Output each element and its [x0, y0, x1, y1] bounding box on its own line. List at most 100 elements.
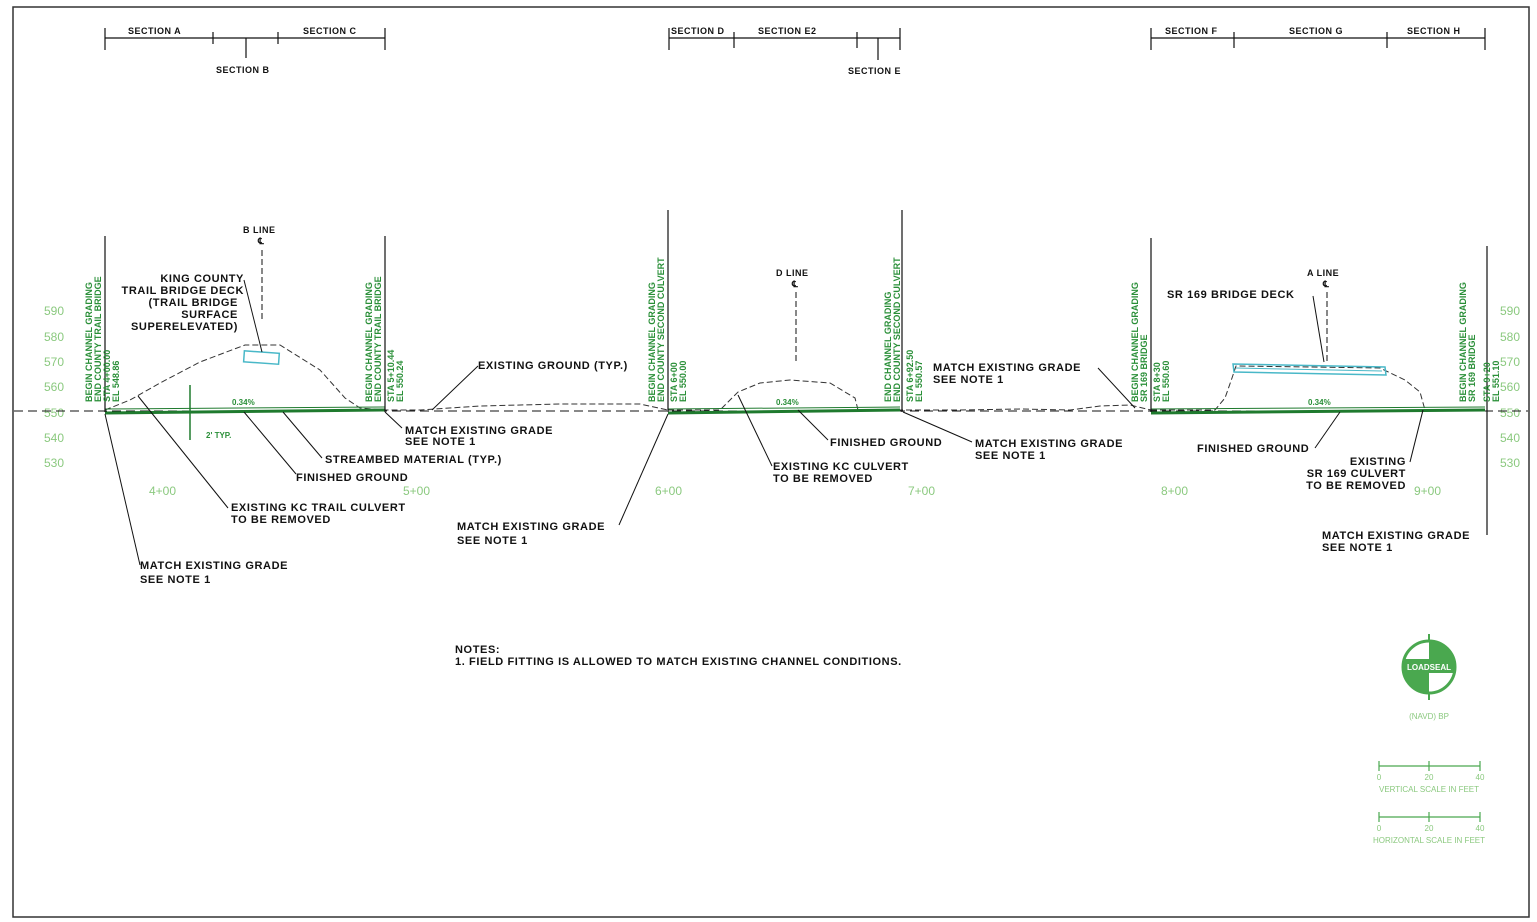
svg-text:TO BE REMOVED: TO BE REMOVED: [773, 473, 873, 485]
svg-text:SEE NOTE 1: SEE NOTE 1: [1322, 542, 1393, 554]
svg-text:40: 40: [1476, 773, 1485, 782]
svg-text:D LINE: D LINE: [776, 268, 809, 278]
vertical-scale-label: VERTICAL SCALE IN FEET: [1379, 785, 1479, 794]
match-existing-grade-callout-2: MATCH EXISTING GRADE SEE NOTE 1: [975, 438, 1123, 462]
section-c-label: SECTION C: [303, 26, 357, 36]
svg-text:580: 580: [44, 330, 64, 344]
svg-text:570: 570: [44, 355, 64, 369]
svg-text:530: 530: [44, 456, 64, 470]
drawing-notes: NOTES: 1. FIELD FITTING IS ALLOWED TO MA…: [455, 644, 901, 668]
b-line-centerline: B LINE ℄: [243, 225, 276, 320]
svg-text:SUPERELEVATED): SUPERELEVATED): [131, 321, 238, 333]
svg-text:END CHANNEL GRADING: END CHANNEL GRADING: [883, 292, 893, 402]
two-foot-typ-label: 2' TYP.: [206, 431, 231, 440]
svg-text:STA 6+92.50: STA 6+92.50: [905, 350, 915, 402]
a-line-centerline: A LINE ℄: [1307, 268, 1339, 362]
station-note-v6: BEGIN CHANNEL GRADING SR 169 BRIDGE STA …: [1458, 282, 1501, 402]
elevation-scale-right: 590 580 570 560 550 540 530: [1500, 304, 1520, 470]
svg-text:B LINE: B LINE: [243, 225, 276, 235]
svg-text:570: 570: [1500, 355, 1520, 369]
svg-text:END COUNTY TRAIL BRIDGE: END COUNTY TRAIL BRIDGE: [373, 276, 383, 402]
svg-text:BEGIN CHANNEL GRADING: BEGIN CHANNEL GRADING: [647, 282, 657, 402]
svg-text:SEE NOTE 1: SEE NOTE 1: [975, 450, 1046, 462]
svg-text:STA 5+10.44: STA 5+10.44: [386, 350, 396, 402]
section-dimension-group-2: [668, 28, 901, 60]
slope-label-3: 0.34%: [1308, 398, 1331, 407]
svg-text:(TRAIL BRIDGE: (TRAIL BRIDGE: [149, 297, 238, 309]
existing-ground-callout: EXISTING GROUND (TYP.): [478, 360, 628, 372]
section-a-label: SECTION A: [128, 26, 181, 36]
finished-ground-callout-2: FINISHED GROUND: [830, 437, 942, 449]
station-vertical-lines: [104, 210, 1488, 535]
svg-text:590: 590: [44, 304, 64, 318]
svg-text:KING COUNTY: KING COUNTY: [160, 273, 244, 285]
finished-ground-callout-3: FINISHED GROUND: [1197, 443, 1309, 455]
section-h-label: SECTION H: [1407, 26, 1461, 36]
svg-text:END COUNTY SECOND CULVERT: END COUNTY SECOND CULVERT: [892, 257, 902, 402]
svg-text:560: 560: [1500, 380, 1520, 394]
svg-text:STA 9+20: STA 9+20: [1482, 362, 1492, 402]
svg-text:SEE NOTE 1: SEE NOTE 1: [457, 535, 528, 547]
slope-label-2: 0.34%: [776, 398, 799, 407]
svg-text:TRAIL BRIDGE DECK: TRAIL BRIDGE DECK: [122, 285, 244, 297]
svg-text:560: 560: [44, 380, 64, 394]
datum-seal-text: LOADSEAL: [1407, 663, 1451, 672]
slope-label-1: 0.34%: [232, 398, 255, 407]
match-existing-grade-callout-left: MATCH EXISTING GRADE SEE NOTE 1: [140, 560, 288, 586]
station-note-v1: BEGIN CHANNEL GRADING END COUNTY TRAIL B…: [84, 276, 121, 402]
svg-text:MATCH EXISTING GRADE: MATCH EXISTING GRADE: [1322, 530, 1470, 542]
station-labels: 4+00 5+00 6+00 7+00 8+00 9+00: [149, 484, 1441, 498]
match-existing-grade-callout-1: MATCH EXISTING GRADE SEE NOTE 1: [405, 425, 552, 448]
section-d-label: SECTION D: [671, 26, 725, 36]
svg-text:NOTES:: NOTES:: [455, 644, 500, 656]
svg-text:BEGIN CHANNEL GRADING: BEGIN CHANNEL GRADING: [84, 282, 94, 402]
svg-text:℄: ℄: [791, 279, 798, 289]
finished-ground-lines: [104, 406, 1486, 415]
horizontal-scale-label: HORIZONTAL SCALE IN FEET: [1373, 836, 1485, 845]
section-g-label: SECTION G: [1289, 26, 1343, 36]
match-existing-grade-callout-mid: MATCH EXISTING GRADE SEE NOTE 1: [457, 521, 605, 547]
svg-text:540: 540: [44, 431, 64, 445]
section-dimension-group-3: [1150, 28, 1486, 50]
section-e-label: SECTION E: [848, 66, 901, 76]
svg-text:BEGIN CHANNEL GRADING: BEGIN CHANNEL GRADING: [1130, 282, 1140, 402]
svg-text:END COUNTY TRAIL BRIDGE: END COUNTY TRAIL BRIDGE: [93, 276, 103, 402]
svg-text:20: 20: [1425, 824, 1434, 833]
svg-text:STA 6+00: STA 6+00: [669, 362, 679, 402]
station-note-v3: BEGIN CHANNEL GRADING END COUNTY SECOND …: [647, 257, 688, 402]
svg-text:7+00: 7+00: [908, 484, 935, 498]
svg-text:EXISTING KC TRAIL CULVERT: EXISTING KC TRAIL CULVERT: [231, 502, 406, 514]
kc-culvert-callout: EXISTING KC CULVERT TO BE REMOVED: [773, 461, 909, 485]
sr169-culvert-callout: EXISTING SR 169 CULVERT TO BE REMOVED: [1306, 456, 1405, 492]
finished-ground-callout-1: FINISHED GROUND: [296, 472, 408, 484]
datum-seal: LOADSEAL (NAVD) BP: [1401, 634, 1457, 721]
section-f-label: SECTION F: [1165, 26, 1218, 36]
svg-text:20: 20: [1425, 773, 1434, 782]
svg-text:℄: ℄: [257, 236, 264, 246]
svg-text:EL 550.00: EL 550.00: [678, 361, 688, 402]
kc-trail-bridge-deck-shape: [242, 350, 281, 366]
svg-text:8+00: 8+00: [1161, 484, 1188, 498]
svg-text:6+00: 6+00: [655, 484, 682, 498]
svg-text:BEGIN CHANNEL GRADING: BEGIN CHANNEL GRADING: [1458, 282, 1468, 402]
elevation-scale-left: 590 580 570 560 550 540 530: [44, 304, 64, 470]
match-existing-grade-callout-right: MATCH EXISTING GRADE SEE NOTE 1: [1322, 530, 1470, 554]
svg-text:MATCH EXISTING GRADE: MATCH EXISTING GRADE: [975, 438, 1123, 450]
vertical-scale-bar: 0 20 40 VERTICAL SCALE IN FEET: [1377, 761, 1485, 794]
svg-text:EL 550.57: EL 550.57: [914, 361, 924, 402]
svg-text:℄: ℄: [1322, 279, 1329, 289]
svg-text:MATCH EXISTING GRADE: MATCH EXISTING GRADE: [457, 521, 605, 533]
svg-text:STA 8+30: STA 8+30: [1152, 362, 1162, 402]
d-line-centerline: D LINE ℄: [776, 268, 809, 362]
kc-trail-bridge-deck-callout: KING COUNTY TRAIL BRIDGE DECK (TRAIL BRI…: [122, 273, 244, 333]
svg-text:MATCH EXISTING GRADE: MATCH EXISTING GRADE: [140, 560, 288, 572]
svg-text:SR 169 BRIDGE: SR 169 BRIDGE: [1467, 334, 1477, 402]
svg-text:EXISTING KC CULVERT: EXISTING KC CULVERT: [773, 461, 909, 473]
station-note-v5: BEGIN CHANNEL GRADING SR 169 BRIDGE STA …: [1130, 282, 1171, 402]
horizontal-scale-bar: 0 20 40 HORIZONTAL SCALE IN FEET: [1373, 812, 1485, 845]
svg-text:550: 550: [44, 406, 64, 420]
streambed-material-callout: STREAMBED MATERIAL (TYP.): [325, 454, 502, 466]
svg-text:0: 0: [1377, 824, 1382, 833]
svg-text:550: 550: [1500, 406, 1520, 420]
